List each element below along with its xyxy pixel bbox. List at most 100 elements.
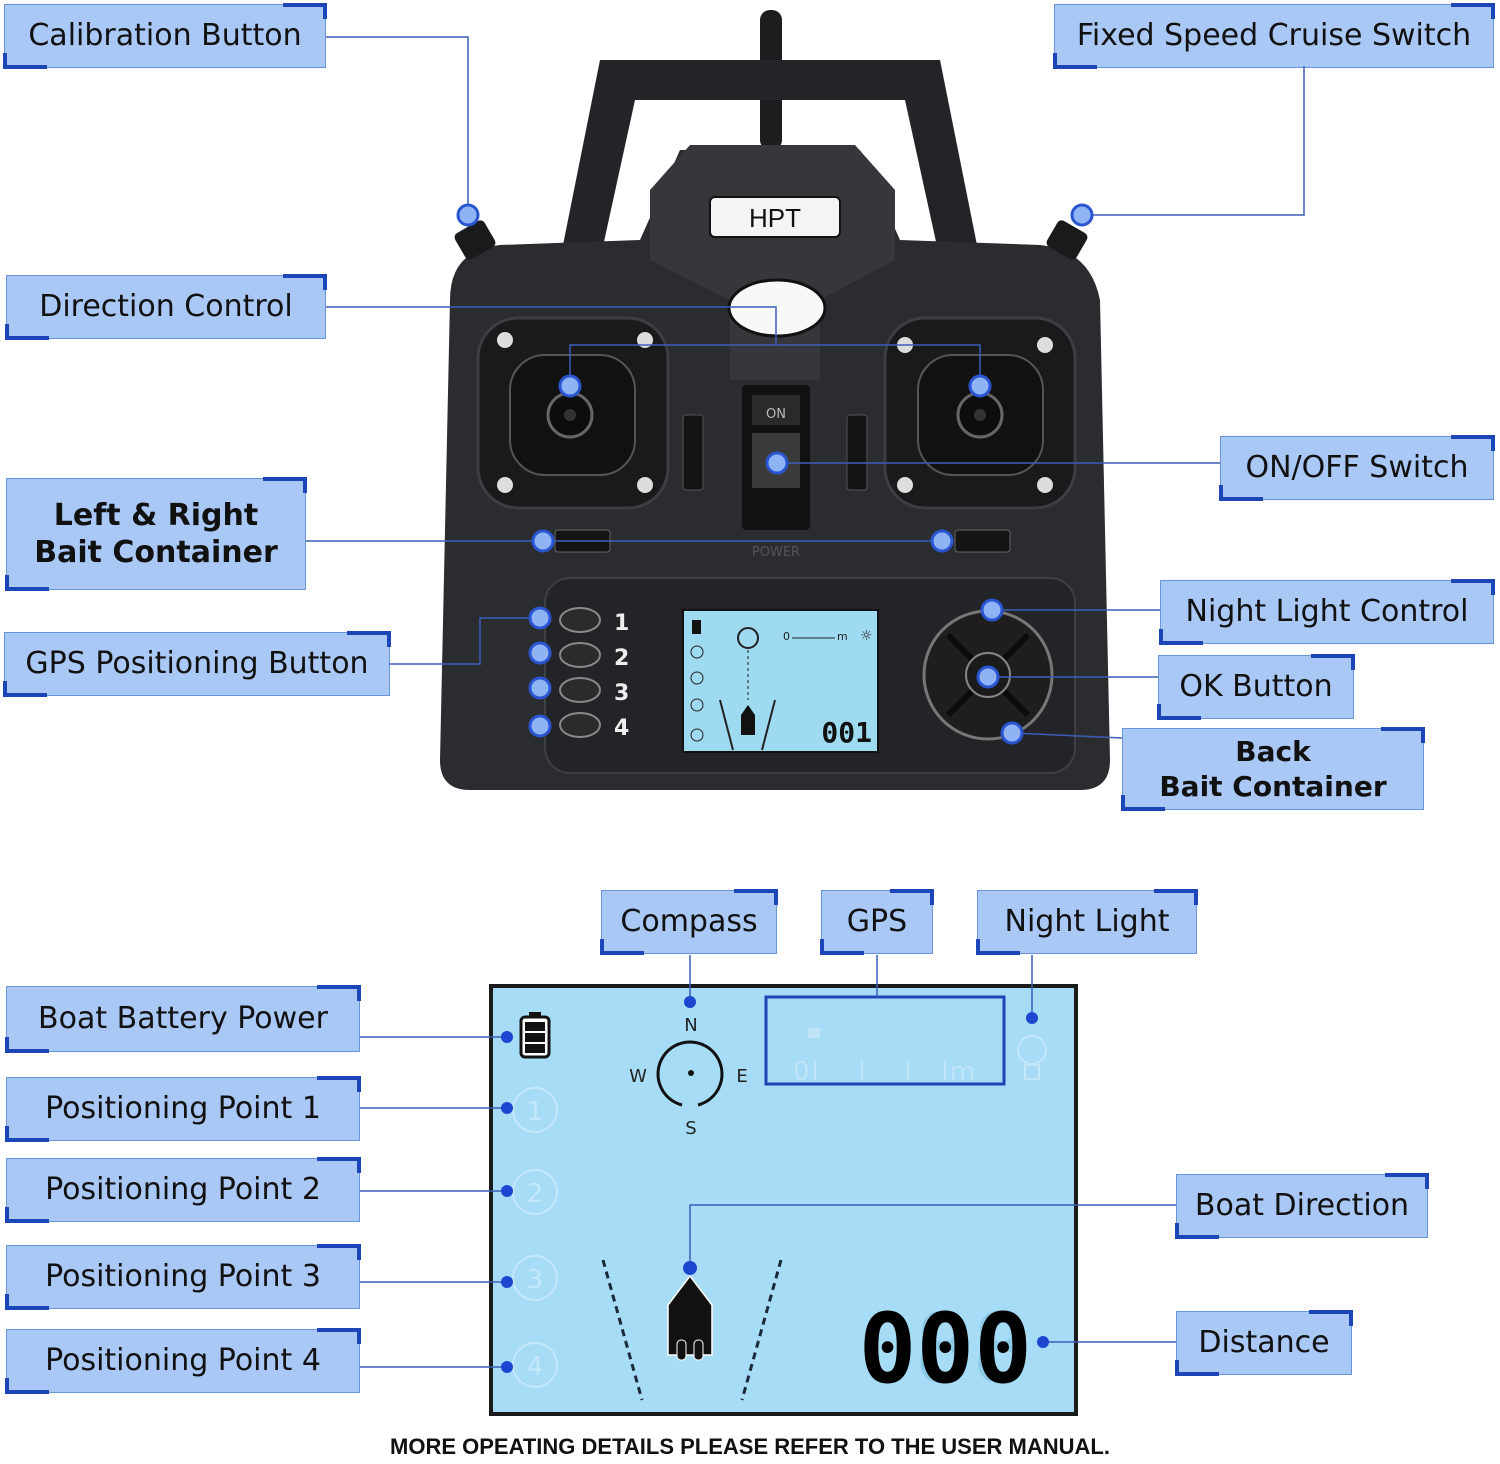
brand-plate	[709, 196, 841, 238]
positioning-point-1-icon	[512, 1087, 558, 1133]
gps-scale-start: 0	[793, 1057, 810, 1087]
calibration-button[interactable]	[453, 219, 497, 262]
label-gps: GPS	[820, 889, 934, 955]
gps-button-number: 4	[614, 716, 629, 741]
left-trim[interactable]	[682, 414, 704, 491]
distance-faint-digits: 88	[914, 1293, 1030, 1405]
label-gps-positioning-button: GPS Positioning Button	[3, 631, 391, 697]
boat-icon	[667, 1274, 713, 1361]
small-distance-readout: 001	[821, 716, 872, 749]
label-ok-button: OK Button	[1157, 654, 1355, 720]
light-bulb-icon: ☼	[860, 628, 873, 644]
label-text: Night Light Control	[1185, 594, 1469, 630]
positioning-point-3-number: 3	[527, 1265, 544, 1295]
scale-start: 0	[783, 630, 790, 643]
label-text: Positioning Point 2	[45, 1172, 321, 1208]
label-text: Left & Right	[53, 497, 259, 533]
label-text: ON/OFF Switch	[1245, 450, 1469, 486]
gps-button-2[interactable]	[559, 642, 601, 668]
carry-handle	[560, 60, 980, 260]
label-text: Calibration Button	[28, 18, 302, 54]
right-trim[interactable]	[846, 414, 868, 491]
label-text: GPS	[846, 904, 908, 940]
label-text: OK Button	[1179, 669, 1333, 705]
compass-s: S	[685, 1118, 696, 1139]
compass-e: E	[736, 1066, 747, 1087]
power-on-text: ON	[766, 407, 786, 422]
positioning-point-2-icon	[512, 1169, 558, 1215]
label-text: Back	[1235, 735, 1311, 768]
label-text: Positioning Point 4	[45, 1343, 321, 1379]
label-text: Direction Control	[39, 289, 293, 325]
battery-icon	[692, 620, 701, 634]
boat-icon	[741, 705, 755, 735]
compass-icon	[737, 627, 759, 649]
right-bait-switch[interactable]	[954, 529, 1011, 553]
label-distance: Distance	[1175, 1310, 1353, 1376]
point-1-icon	[690, 645, 704, 659]
label-text: Bait Container	[1159, 770, 1387, 803]
gps-button-4[interactable]	[559, 712, 601, 738]
point-2-icon	[690, 671, 704, 685]
gps-button-1[interactable]	[559, 607, 601, 633]
small-lcd: 0 m ☼ 001	[682, 609, 879, 753]
label-positioning-point-2: Positioning Point 2	[5, 1157, 361, 1223]
brand-text: HPT	[749, 203, 801, 233]
label-back-bait-container: Back Bait Container	[1121, 727, 1425, 811]
label-night-light: Night Light	[976, 889, 1198, 955]
label-direction-control: Direction Control	[5, 274, 327, 340]
power-on-indicator	[752, 395, 800, 425]
scale-unit: m	[837, 630, 848, 643]
label-night-light-control: Night Light Control	[1159, 579, 1495, 645]
gps-scale-unit: m	[950, 1057, 975, 1087]
gps-button-group: 1 2 3 4	[559, 607, 629, 741]
cruise-switch[interactable]	[1045, 219, 1089, 262]
distance-display: 88 000	[859, 1293, 1032, 1405]
label-text: Boat Direction	[1194, 1188, 1410, 1224]
positioning-point-1-number: 1	[527, 1097, 544, 1127]
left-guide-line	[601, 1259, 644, 1401]
compass-n: N	[684, 1015, 697, 1036]
gps-button-3[interactable]	[559, 677, 601, 703]
label-text: Positioning Point 1	[45, 1091, 321, 1127]
point-4-icon	[690, 728, 704, 742]
power-caption: POWER	[752, 545, 800, 560]
positioning-point-3-icon	[512, 1255, 558, 1301]
label-calibration-button: Calibration Button	[3, 3, 327, 69]
battery-icon	[519, 1012, 551, 1059]
label-text: GPS Positioning Button	[25, 646, 369, 682]
positioning-point-4-number: 4	[527, 1352, 544, 1382]
label-text: Fixed Speed Cruise Switch	[1076, 18, 1472, 54]
positioning-point-4-icon	[512, 1342, 558, 1388]
distance-value: 000	[859, 1293, 1032, 1405]
label-positioning-point-4: Positioning Point 4	[5, 1328, 361, 1394]
compass-w: W	[629, 1066, 647, 1087]
label-on-off-switch: ON/OFF Switch	[1219, 435, 1495, 501]
compass-icon: N S W E	[629, 1015, 748, 1139]
label-positioning-point-3: Positioning Point 3	[5, 1244, 361, 1310]
gps-button-number: 3	[614, 681, 629, 706]
label-fixed-speed-cruise-switch: Fixed Speed Cruise Switch	[1053, 3, 1495, 69]
gps-button-number: 1	[614, 611, 629, 636]
right-guide-line	[740, 1259, 783, 1401]
label-left-right-bait-container: Left & Right Bait Container	[5, 477, 307, 591]
label-text: Night Light	[1004, 904, 1170, 940]
label-text: Positioning Point 3	[45, 1259, 321, 1295]
label-positioning-point-1: Positioning Point 1	[5, 1076, 361, 1142]
label-text: Compass	[620, 904, 758, 940]
label-text: Bait Container	[34, 535, 278, 570]
gps-button-number: 2	[614, 646, 629, 671]
point-3-icon	[690, 698, 704, 712]
footer-note: MORE OPEATING DETAILS PLEASE REFER TO TH…	[390, 1434, 1110, 1459]
positioning-points: 1 2 3 4	[512, 1087, 558, 1388]
label-text: Boat Battery Power	[38, 1001, 328, 1037]
label-text: Distance	[1198, 1325, 1330, 1361]
label-boat-direction: Boat Direction	[1175, 1173, 1429, 1239]
label-boat-battery-power: Boat Battery Power	[5, 985, 361, 1053]
positioning-point-2-number: 2	[527, 1179, 544, 1209]
label-compass: Compass	[600, 889, 778, 955]
lcd-screen	[489, 984, 1078, 1416]
light-bulb-icon	[1017, 1035, 1047, 1080]
gps-indicator: 0 m	[764, 995, 1006, 1087]
